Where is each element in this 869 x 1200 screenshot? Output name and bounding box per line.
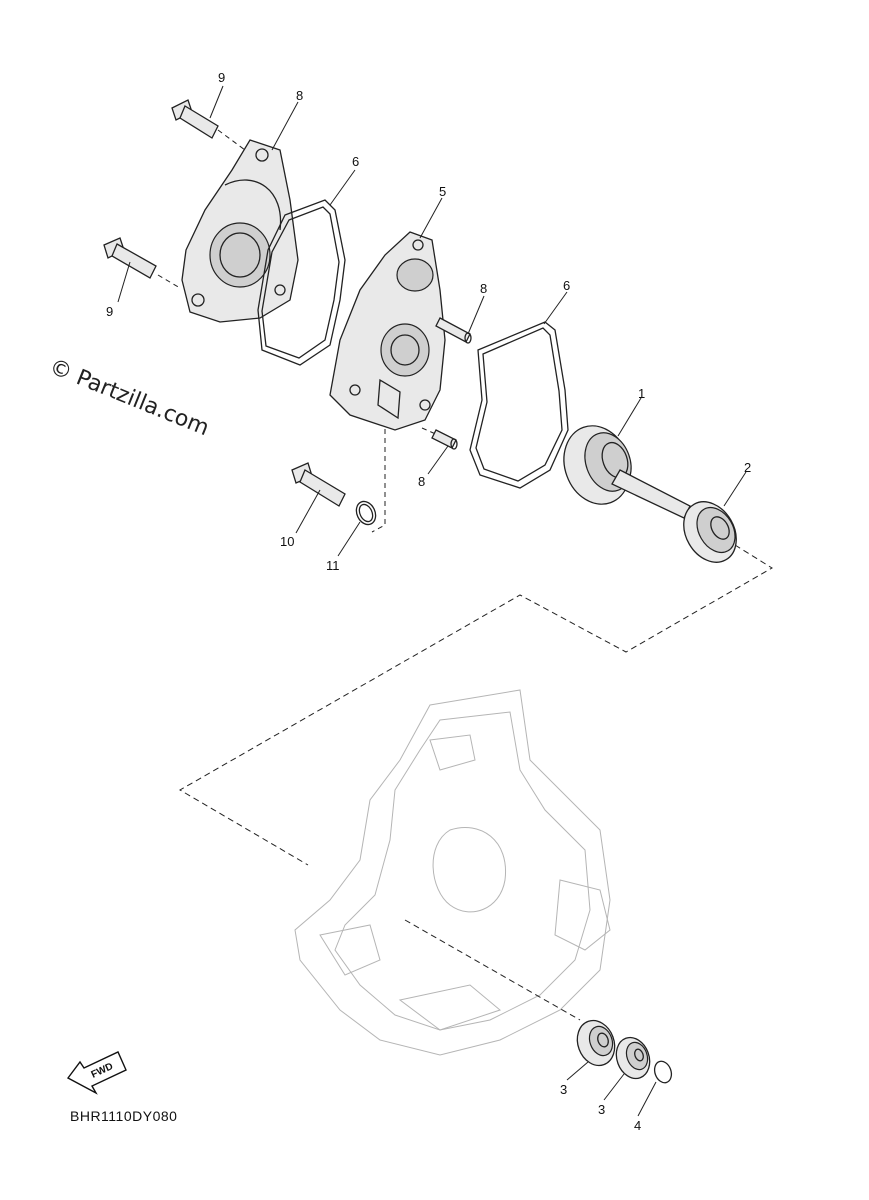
- callout-3-right: 3: [598, 1102, 605, 1117]
- callout-3-left: 3: [560, 1082, 567, 1097]
- callout-4: 4: [634, 1118, 641, 1133]
- fwd-arrow-icon: FWD: [66, 1051, 127, 1095]
- callout-6-lower: 6: [563, 278, 570, 293]
- gasket-upper: [257, 199, 346, 366]
- callout-9-lower: 9: [106, 304, 113, 319]
- pump-outer-cover: [181, 139, 299, 323]
- bolt-10: [291, 462, 346, 507]
- callout-10: 10: [280, 534, 294, 549]
- callout-labels: 9 8 6 5 8 6 9 1 8 2 10 11 3 3 4: [106, 70, 751, 1133]
- callout-8-upper: 8: [480, 281, 487, 296]
- callout-9-upper: 9: [218, 70, 225, 85]
- callout-1: 1: [638, 386, 645, 401]
- impeller-shaft: [563, 425, 691, 519]
- callout-5: 5: [439, 184, 446, 199]
- pump-housing: [329, 231, 446, 431]
- callout-6-upper: 6: [352, 154, 359, 169]
- callout-8-lower: 8: [418, 474, 425, 489]
- dowel-pin-lower: [431, 429, 458, 450]
- bolt-upper: [171, 99, 219, 139]
- callout-7: 8: [296, 88, 303, 103]
- oil-seal-inner: [615, 1036, 651, 1080]
- o-ring-11: [355, 500, 377, 526]
- callout-2: 2: [744, 460, 751, 475]
- leader-lines: [117, 85, 747, 1117]
- circlip-4: [653, 1060, 673, 1084]
- engine-block-outline: [294, 689, 611, 1056]
- bolt-lower: [103, 237, 157, 279]
- oil-seal-outer: [576, 1019, 616, 1067]
- watermark: © Partzilla.com: [46, 354, 213, 441]
- diagram-code: BHR1110DY080: [70, 1108, 177, 1124]
- callout-11: 11: [326, 558, 340, 573]
- bearing-2: [683, 501, 737, 563]
- gasket-lower: [469, 321, 569, 489]
